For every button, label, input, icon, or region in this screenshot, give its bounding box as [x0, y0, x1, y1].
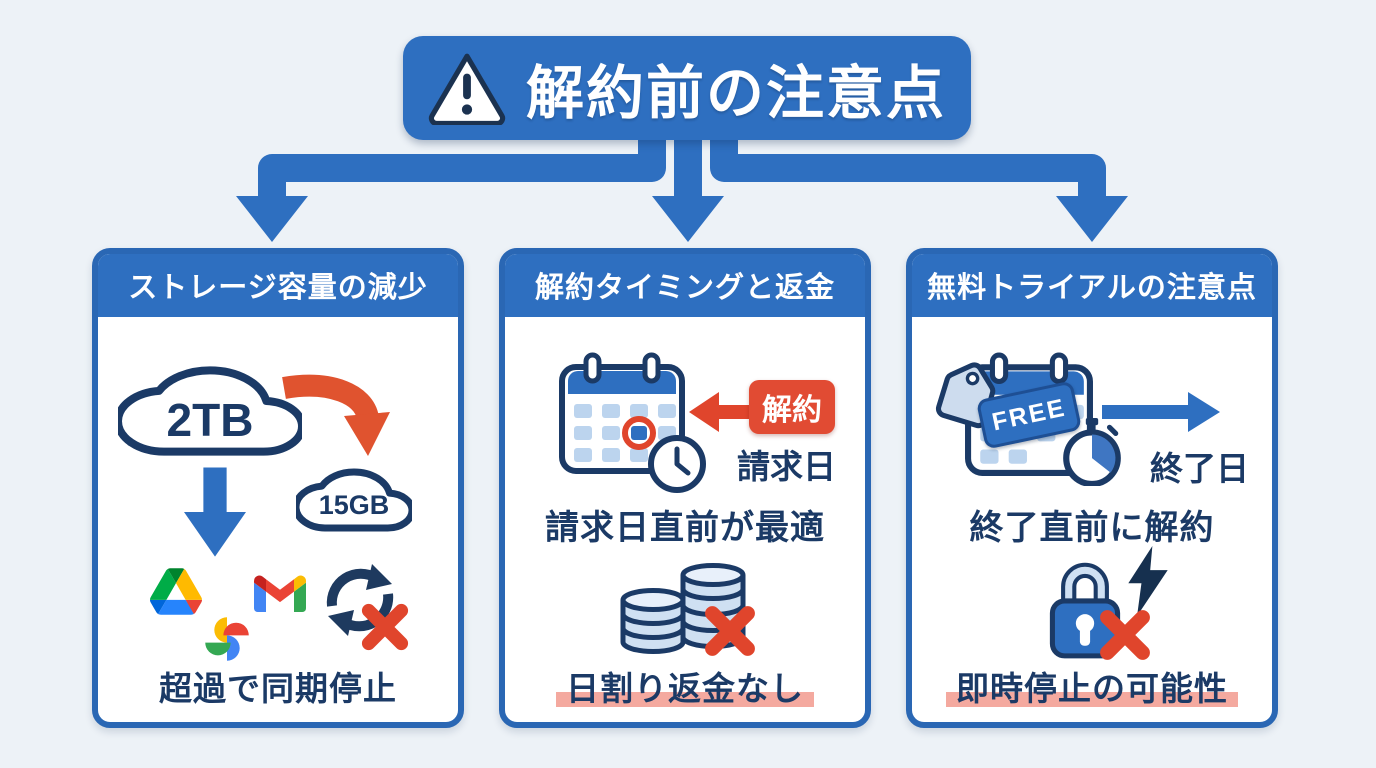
right-branch-line — [710, 128, 1106, 198]
clock-icon — [648, 435, 706, 493]
gmail-icon — [254, 575, 306, 612]
card-cancel-timing: 解約タイミングと返金 解約 請求日 請求日直前が最適 — [499, 248, 871, 728]
warning-triangle-icon — [428, 53, 506, 125]
cloud-15gb-icon: 15GB — [296, 458, 412, 542]
error-x-icon — [705, 606, 755, 656]
lightning-icon — [1128, 546, 1168, 616]
card-trial-header: 無料トライアルの注意点 — [912, 254, 1272, 317]
error-x-icon — [361, 603, 409, 651]
cancel-badge: 解約 — [749, 380, 835, 434]
right-arrow-icon — [1102, 392, 1220, 432]
left-arrow-icon — [689, 392, 755, 432]
google-drive-icon — [150, 568, 202, 615]
right-arrowhead-icon — [1056, 196, 1128, 242]
title-banner: 解約前の注意点 — [403, 36, 971, 140]
sync-icon — [326, 564, 394, 636]
card-free-trial: 無料トライアルの注意点 FREE — [906, 248, 1278, 728]
timing-tip: 請求日直前が最適 — [545, 509, 825, 547]
billing-day-label: 請求日 — [737, 448, 836, 485]
left-arrowhead-icon — [236, 196, 308, 242]
stopwatch-icon — [1063, 418, 1121, 486]
refund-caption: 日割り返金なし — [505, 662, 865, 710]
error-x-icon — [1100, 610, 1150, 660]
shrink-arrow-icon — [282, 374, 390, 456]
down-arrow-icon — [184, 467, 246, 557]
page-title: 解約前の注意点 — [525, 61, 946, 126]
card-storage-decrease: ストレージ容量の減少 2TB 15GB — [92, 248, 464, 728]
trial-caption: 即時停止の可能性 — [912, 662, 1272, 710]
left-branch-line — [258, 128, 666, 198]
storage-caption: 超過で同期停止 — [159, 670, 397, 707]
google-photos-icon — [205, 617, 249, 661]
card-storage-header: ストレージ容量の減少 — [98, 254, 458, 317]
big-cloud-label: 2TB — [166, 393, 254, 446]
end-day-label: 終了日 — [1150, 450, 1249, 487]
small-cloud-label: 15GB — [318, 490, 390, 521]
trial-tip: 終了直前に解約 — [969, 509, 1215, 547]
center-arrowhead-icon — [652, 196, 724, 242]
calendar-icon — [559, 352, 685, 474]
card-timing-header: 解約タイミングと返金 — [505, 254, 865, 317]
cloud-2tb-icon: 2TB — [118, 350, 302, 472]
